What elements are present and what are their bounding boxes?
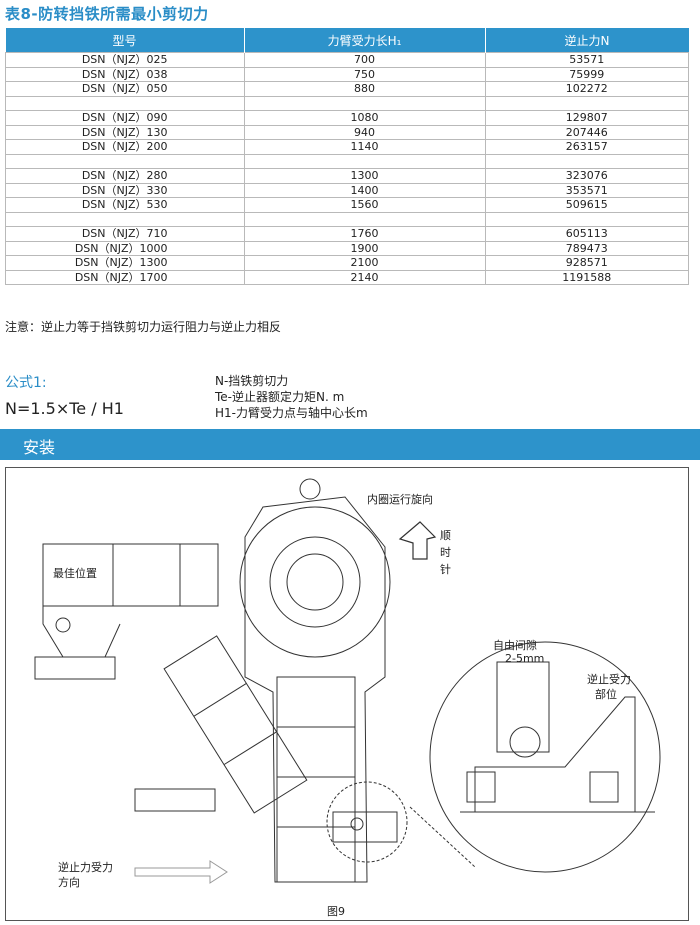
cell-force: 102272: [484, 81, 689, 97]
section-title: 安装: [23, 438, 56, 457]
cell-force: 509615: [484, 197, 689, 213]
table-title: 表8-防转挡铁所需最小剪切力: [5, 5, 209, 23]
spacer-cell: [5, 153, 245, 169]
cell-model: DSN（NJZ）1700: [5, 269, 245, 285]
cell-force: 789473: [484, 240, 689, 256]
cell-arm-length: 2140: [243, 269, 486, 285]
header-force: 逆止力N: [485, 28, 689, 53]
formula-def-h1: H1-力臂受力点与轴中心长m: [215, 406, 368, 420]
cell-model: DSN（NJZ）280: [5, 168, 245, 184]
cell-arm-length: 1900: [243, 240, 486, 256]
cell-force: 605113: [484, 226, 689, 242]
label-free-gap: 自由间隙: [493, 639, 537, 652]
cell-arm-length: 880: [243, 81, 486, 97]
formula-equation: N=1.5×Te / H1: [5, 399, 124, 418]
header-model: 型号: [5, 28, 245, 53]
cell-model: DSN（NJZ）130: [5, 124, 245, 140]
cell-force: 207446: [484, 124, 689, 140]
cell-force: 75999: [484, 66, 689, 82]
table-spacer-row: [5, 95, 689, 111]
cell-arm-length: 1400: [243, 182, 486, 198]
cell-force: 263157: [484, 139, 689, 155]
cell-arm-length: 1560: [243, 197, 486, 213]
label-force-dir-2: 方向: [58, 876, 80, 889]
formula-label: 公式1:: [5, 375, 47, 391]
cell-arm-length: 750: [243, 66, 486, 82]
cell-arm-length: 1760: [243, 226, 486, 242]
cell-model: DSN（NJZ）1300: [5, 255, 245, 271]
spacer-cell: [243, 211, 486, 227]
cell-model: DSN（NJZ）090: [5, 110, 245, 126]
header-arm-length: 力臂受力长H₁: [244, 28, 486, 53]
label-force-dir-1: 逆止力受力: [58, 861, 113, 874]
table-header-row: 型号 力臂受力长H₁ 逆止力N: [5, 28, 689, 53]
label-force-part-1: 逆止受力: [587, 673, 631, 686]
installation-drawing: [5, 467, 689, 921]
label-best-position: 最佳位置: [53, 567, 97, 580]
label-gap-value: 2-5mm: [505, 652, 545, 665]
label-force-part-2: 部位: [595, 688, 617, 701]
cell-arm-length: 1140: [243, 139, 486, 155]
clockwise-char-3: 针: [440, 563, 451, 576]
cell-force: 928571: [484, 255, 689, 271]
formula-def-n: N-挡铁剪切力: [215, 374, 289, 388]
spacer-cell: [243, 153, 486, 169]
cell-force: 323076: [484, 168, 689, 184]
cell-model: DSN（NJZ）1000: [5, 240, 245, 256]
clockwise-char-2: 时: [440, 546, 451, 559]
cell-arm-length: 1300: [243, 168, 486, 184]
cell-force: 1191588: [484, 269, 689, 285]
cell-model: DSN（NJZ）330: [5, 182, 245, 198]
label-inner-ring: 内圈运行旋向: [367, 493, 433, 506]
cell-force: 129807: [484, 110, 689, 126]
spacer-cell: [484, 211, 689, 227]
section-band: 安装: [0, 429, 700, 460]
cell-model: DSN（NJZ）710: [5, 226, 245, 242]
spacer-cell: [484, 95, 689, 111]
spacer-cell: [243, 95, 486, 111]
clockwise-char-1: 顺: [440, 529, 451, 542]
installation-figure: 内圈运行旋向 顺 时 针 最佳位置 自由间隙 2-5mm 逆止受力 部位 逆止力…: [5, 467, 689, 921]
label-clockwise: 顺 时 针: [440, 527, 452, 578]
spacer-cell: [5, 211, 245, 227]
spacer-cell: [484, 153, 689, 169]
figure-caption: 图9: [327, 905, 345, 918]
cell-arm-length: 940: [243, 124, 486, 140]
cell-model: DSN（NJZ）050: [5, 81, 245, 97]
cell-force: 353571: [484, 182, 689, 198]
cell-arm-length: 1080: [243, 110, 486, 126]
spacer-cell: [5, 95, 245, 111]
table-spacer-row: [5, 153, 689, 169]
formula-def-te: Te-逆止器额定力矩N. m: [215, 390, 345, 404]
cell-model: DSN（NJZ）200: [5, 139, 245, 155]
cell-model: DSN（NJZ）038: [5, 66, 245, 82]
cell-arm-length: 700: [243, 52, 486, 68]
cell-force: 53571: [484, 52, 689, 68]
cell-model: DSN（NJZ）025: [5, 52, 245, 68]
cell-arm-length: 2100: [243, 255, 486, 271]
cell-model: DSN（NJZ）530: [5, 197, 245, 213]
note-text: 注意：逆止力等于挡铁剪切力运行阻力与逆止力相反: [5, 320, 282, 334]
table-spacer-row: [5, 211, 689, 227]
